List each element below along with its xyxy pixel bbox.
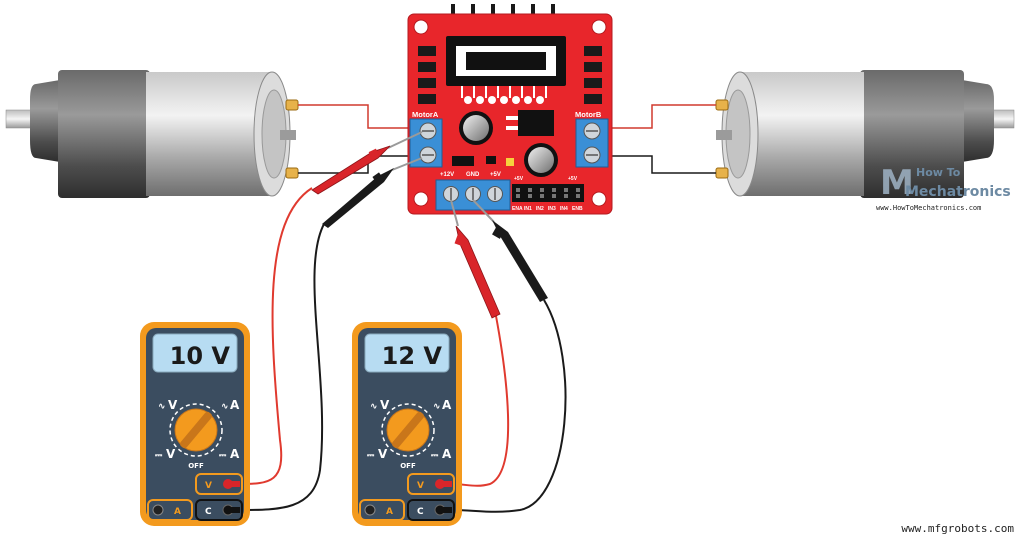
svg-text:C: C xyxy=(205,507,212,517)
meter-2-jack-a[interactable]: A xyxy=(359,499,405,521)
svg-text:M: M xyxy=(880,163,914,203)
test-wires xyxy=(239,187,567,513)
svg-text:∿: ∿ xyxy=(221,402,229,412)
meter-2-dc-a: A xyxy=(442,447,452,461)
power-pin-5v-label: +5V xyxy=(490,172,501,178)
brand-line1: How To xyxy=(916,166,961,179)
multimeter-1: 10 V ∿ V ∿ A ⎓ V ⎓ A OFF V A C xyxy=(140,322,250,526)
probe-black-motor xyxy=(322,157,423,228)
logic-pin-in4: IN4 xyxy=(560,206,568,212)
svg-text:V: V xyxy=(417,481,424,491)
meter-1-dc-a: A xyxy=(230,447,240,461)
svg-text:C: C xyxy=(417,507,424,517)
meter-2-jack-c[interactable]: C xyxy=(407,499,455,521)
svg-text:∿: ∿ xyxy=(433,402,441,412)
motor-leads xyxy=(298,104,716,174)
right-motor xyxy=(715,70,1015,198)
meter-2-dial[interactable] xyxy=(381,403,435,457)
motor-a-terminal xyxy=(409,118,443,168)
power-terminal xyxy=(435,179,511,211)
multimeter-2: 12 V ∿ V ∿ A ⎓ V ⎓ A OFF V A C xyxy=(352,322,462,526)
svg-text:⎓: ⎓ xyxy=(155,451,163,461)
meter-1-jack-v[interactable]: V xyxy=(195,473,243,495)
motor-b-terminal xyxy=(575,118,609,168)
meter-2-display: 12 V xyxy=(382,342,443,370)
logic-5v-top-label: +5V xyxy=(514,176,524,182)
svg-text:∿: ∿ xyxy=(158,402,166,412)
meter-1-dc-v: V xyxy=(166,447,176,461)
power-pin-gnd-label: GND xyxy=(466,172,480,178)
logic-5v-right-label: +5V xyxy=(568,176,578,182)
howtomechatronics-logo: M How To Mechatronics www.HowToMechatron… xyxy=(876,163,1011,212)
watermark: www.mfgrobots.com xyxy=(901,522,1014,535)
meter-2-off: OFF xyxy=(400,462,416,470)
meter-1-display: 10 V xyxy=(170,342,231,370)
svg-text:A: A xyxy=(174,507,181,517)
svg-text:⎓: ⎓ xyxy=(431,451,439,461)
meter-1-jack-c[interactable]: C xyxy=(195,499,243,521)
power-pin-12v-label: +12V xyxy=(440,172,454,178)
left-motor xyxy=(5,70,299,198)
probe-red-motor xyxy=(311,131,423,195)
probe-red-power xyxy=(450,199,501,319)
motor-a-label: MotorA xyxy=(412,110,439,119)
meter-1-dial[interactable] xyxy=(169,403,223,457)
meter-2-ac-a: A xyxy=(442,398,452,412)
svg-text:⎓: ⎓ xyxy=(219,451,227,461)
meter-2-dc-v: V xyxy=(378,447,388,461)
motor-b-label: MotorB xyxy=(575,110,602,119)
logic-header xyxy=(512,184,584,202)
logic-pin-in2: IN2 xyxy=(536,206,544,212)
probe-black-power xyxy=(472,199,548,302)
meter-1-jack-a[interactable]: A xyxy=(147,499,193,521)
svg-text:A: A xyxy=(386,507,393,517)
svg-text:∿: ∿ xyxy=(370,402,378,412)
meter-1-ac-a: A xyxy=(230,398,240,412)
logic-pin-enb: ENB xyxy=(572,206,583,212)
meter-1-ac-v: V xyxy=(168,398,178,412)
l298n-driver-board: MotorA MotorB +12V GND +5V xyxy=(407,4,613,215)
meter-2-jack-v[interactable]: V xyxy=(407,473,455,495)
logic-pin-ena: ENA xyxy=(512,206,523,212)
logic-pin-in1: IN1 xyxy=(524,206,532,212)
meter-2-ac-v: V xyxy=(380,398,390,412)
brand-url: www.HowToMechatronics.com xyxy=(876,204,981,212)
svg-text:V: V xyxy=(205,481,212,491)
brand-line2: Mechatronics xyxy=(905,184,1011,200)
svg-text:⎓: ⎓ xyxy=(367,451,375,461)
meter-1-off: OFF xyxy=(188,462,204,470)
logic-pin-in3: IN3 xyxy=(548,206,556,212)
